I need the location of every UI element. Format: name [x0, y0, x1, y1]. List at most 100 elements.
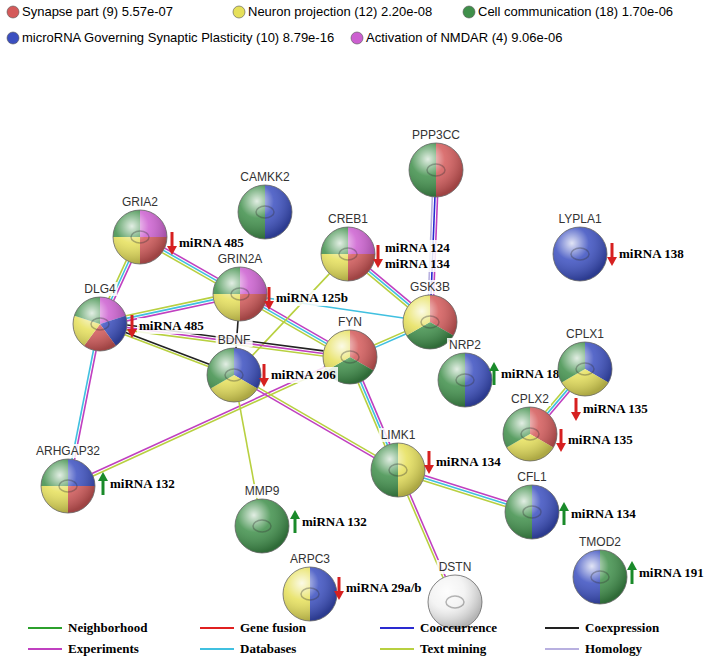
protein-node: CREB1miRNA 124miRNA 134: [321, 227, 375, 281]
protein-label: LYPLA1: [556, 212, 603, 226]
evidence-strand: [126, 297, 213, 316]
legend-item: Text mining: [380, 641, 486, 657]
protein-sphere: [553, 227, 607, 281]
legend-line: [28, 620, 68, 636]
protein-node: LIMK1miRNA 134: [371, 443, 425, 497]
mirna-annotation: miRNA 188: [489, 362, 568, 386]
legend-label: Homology: [585, 641, 642, 657]
down-arrow: [167, 231, 177, 255]
legend-label: Neighborhood: [68, 620, 147, 636]
up-arrow: [290, 510, 300, 534]
legend-item: Gene fusion: [200, 620, 306, 636]
down-arrow: [571, 397, 581, 421]
protein-sphere: [207, 348, 261, 402]
protein-label: CAMKK2: [238, 170, 291, 184]
up-arrow: [489, 362, 499, 386]
legend-label: Experiments: [68, 641, 139, 657]
protein-label: BDNF: [216, 333, 253, 347]
protein-node: NRP2miRNA 188: [438, 353, 492, 407]
legend-item: Homology: [545, 641, 642, 657]
protein-node: GRIA2miRNA 485: [113, 210, 167, 264]
mirna-annotation: miRNA 132: [290, 510, 369, 534]
legend-line: [380, 641, 420, 657]
protein-label: TMOD2: [577, 535, 623, 549]
mirna-annotation: miRNA 206: [259, 363, 338, 387]
evidence-strand: [425, 476, 507, 502]
protein-sphere: [113, 210, 167, 264]
evidence-strand: [423, 481, 505, 507]
mirna-label: miRNA 138: [617, 246, 686, 262]
legend-label: Gene fusion: [240, 620, 306, 636]
legend-line: [28, 641, 68, 657]
protein-label: GSK3B: [408, 280, 452, 294]
evidence-strand: [257, 390, 374, 458]
legend-label: Activation of NMDAR (4) 9.06e-06: [366, 30, 563, 46]
evidence-strand: [424, 478, 506, 504]
legend-item: Cooccurrence: [380, 620, 497, 636]
legend-line: [545, 620, 585, 636]
evidence-strand: [126, 300, 213, 319]
evidence-strand: [369, 271, 409, 305]
legend-item: Coexpression: [545, 620, 659, 636]
legend-item: Neuron projection (12) 2.20e-08: [232, 4, 432, 20]
mirna-annotation: miRNA 135: [556, 428, 635, 452]
mirna-label: miRNA 29a/b: [344, 580, 423, 596]
mirna-label: miRNA 125b: [274, 290, 350, 306]
evidence-strand: [370, 269, 410, 303]
legend-item: Cell communication (18) 1.70e-06: [462, 4, 673, 20]
protein-label: CFL1: [515, 470, 548, 484]
down-arrow: [556, 428, 566, 452]
mirna-label: miRNA 135: [581, 401, 650, 417]
mirna-label: miRNA 191: [637, 565, 706, 581]
protein-node: CFL1miRNA 134: [505, 485, 559, 539]
mirna-annotation: miRNA 134: [559, 502, 638, 526]
mirna-label: miRNA 188: [499, 366, 568, 382]
protein-label: GRIA2: [120, 195, 160, 209]
mirna-annotation: miRNA 485: [127, 314, 206, 338]
mirna-label: miRNA 134: [434, 454, 503, 470]
evidence-strand: [162, 253, 215, 283]
protein-label: MMP9: [243, 484, 282, 498]
mirna-label: miRNA 485: [177, 235, 246, 251]
protein-sphere: [213, 267, 267, 321]
mirna-annotation: miRNA 138: [607, 242, 686, 266]
interaction-edge: [367, 269, 411, 307]
protein-label: PPP3CC: [410, 128, 462, 142]
protein-node: DLG4miRNA 485: [73, 297, 127, 351]
down-arrow: [259, 363, 269, 387]
protein-label: LIMK1: [379, 428, 418, 442]
mirna-annotation: miRNA 124miRNA 134: [373, 240, 452, 272]
legend-swatch: [6, 30, 22, 46]
evidence-strand: [72, 350, 94, 459]
interaction-edge: [125, 332, 209, 366]
evidence-strand: [265, 305, 328, 341]
legend-swatch: [350, 30, 366, 46]
protein-node: GRIN2AmiRNA 125b: [213, 267, 267, 321]
up-arrow: [627, 561, 637, 585]
legend-label: Cell communication (18) 1.70e-06: [478, 4, 673, 20]
protein-sphere: [235, 499, 289, 553]
interaction-edge: [162, 248, 218, 283]
down-arrow: [607, 242, 617, 266]
legend-label: Synapse part (9) 5.57e-07: [22, 4, 173, 20]
protein-node: ARPC3miRNA 29a/b: [283, 567, 337, 621]
evidence-strand: [374, 332, 405, 345]
protein-node: LYPLA1miRNA 138: [553, 227, 607, 281]
evidence-strand: [258, 387, 375, 455]
down-arrow: [264, 286, 274, 310]
legend-label: Databases: [240, 641, 296, 657]
protein-sphere: [73, 297, 127, 351]
protein-node: CPLX1miRNA 135: [558, 342, 612, 396]
protein-sphere: [558, 342, 612, 396]
mirna-label: miRNA 132: [108, 476, 177, 492]
mirna-label: miRNA 485: [137, 318, 206, 334]
evidence-strand: [163, 250, 216, 280]
protein-sphere: [41, 459, 95, 513]
legend-item: microRNA Governing Synaptic Plasticity (…: [6, 30, 334, 46]
evidence-strand: [126, 332, 210, 364]
legend-item: Activation of NMDAR (4) 9.06e-06: [350, 30, 563, 46]
down-arrow: [127, 314, 137, 338]
protein-label: FYN: [336, 315, 364, 329]
legend-item: Synapse part (9) 5.57e-07: [6, 4, 173, 20]
